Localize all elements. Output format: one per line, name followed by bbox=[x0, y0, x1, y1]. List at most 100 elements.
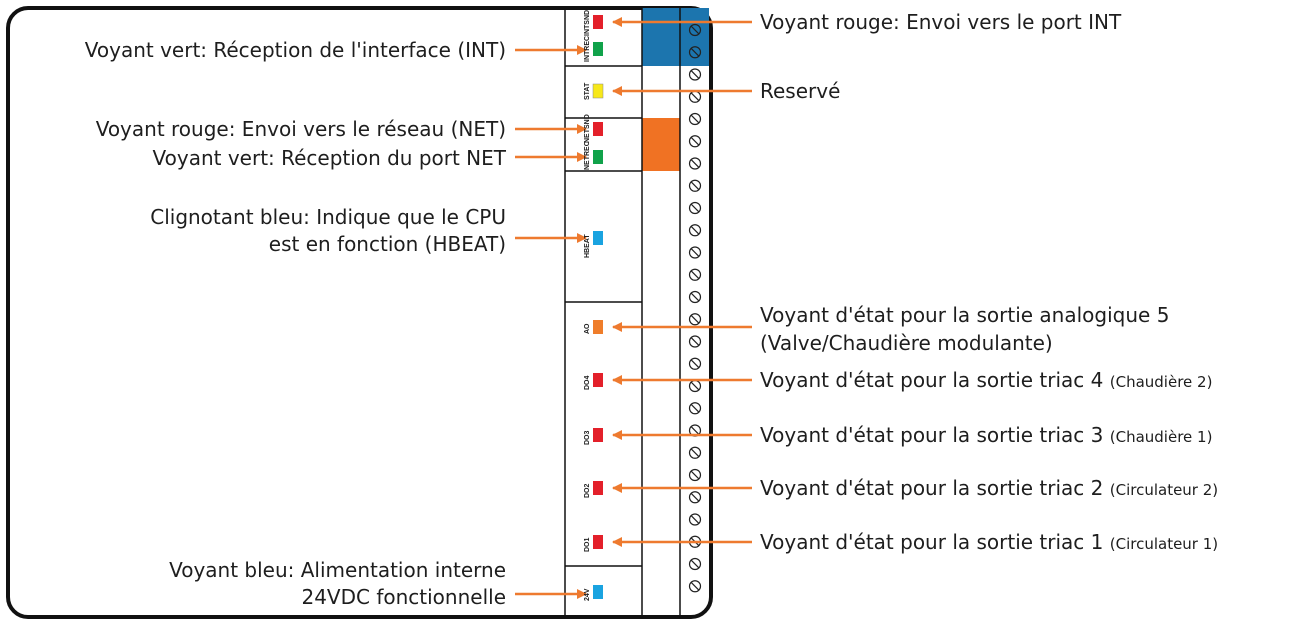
terminal-screw-slot bbox=[690, 270, 700, 279]
terminal-screw bbox=[688, 179, 702, 192]
terminal-screw bbox=[688, 313, 702, 326]
led-hbeat bbox=[593, 231, 603, 245]
led-do3 bbox=[593, 428, 603, 442]
terminal-screw-slot bbox=[690, 292, 700, 302]
terminal-screw-slot bbox=[690, 493, 700, 502]
label-ao-line2: (Valve/Chaudière modulante) bbox=[760, 331, 1053, 355]
label-do2-main: Voyant d'état pour la sortie triac 2 bbox=[760, 476, 1104, 500]
terminal-screw bbox=[688, 157, 702, 170]
led-ao bbox=[593, 320, 603, 334]
terminal-screw bbox=[688, 201, 702, 215]
led-do2 bbox=[593, 481, 603, 495]
terminal-screw bbox=[688, 357, 702, 370]
terminal-screw bbox=[688, 23, 702, 37]
leader-arrows bbox=[515, 17, 752, 599]
led-label-do3: DO3 bbox=[584, 430, 591, 445]
terminal-screw-slot bbox=[690, 315, 700, 324]
led-label-24v: 24V bbox=[584, 588, 591, 601]
led-label-do1: DO1 bbox=[584, 537, 591, 552]
label-do4-note: (Chaudière 2) bbox=[1109, 373, 1213, 391]
label-do2: Voyant d'état pour la sortie triac 2 (Ci… bbox=[760, 476, 1218, 502]
led-label-intrec: INTREC bbox=[584, 35, 591, 62]
terminal-screw-slot bbox=[690, 337, 700, 346]
led-netrec bbox=[593, 150, 603, 164]
led-label-netrec: NETREC bbox=[584, 141, 591, 170]
terminal-screw bbox=[688, 446, 702, 459]
led-label-do2: DO2 bbox=[584, 483, 591, 498]
label-do4: Voyant d'état pour la sortie triac 4 (Ch… bbox=[760, 368, 1212, 394]
label-do4-main: Voyant d'état pour la sortie triac 4 bbox=[760, 368, 1104, 392]
terminal-screw-slot bbox=[690, 159, 700, 168]
terminal-screw bbox=[688, 580, 702, 593]
terminal-screw bbox=[688, 224, 702, 237]
label-do3-main: Voyant d'état pour la sortie triac 3 bbox=[760, 423, 1104, 447]
label-int-rec: Voyant vert: Réception de l'interface (I… bbox=[84, 38, 506, 62]
led-label-ao: AO bbox=[584, 323, 591, 335]
label-hbeat-line1: Clignotant bleu: Indique que le CPU bbox=[150, 205, 506, 229]
led-netsnd bbox=[593, 122, 603, 136]
label-do1-main: Voyant d'état pour la sortie triac 1 bbox=[760, 530, 1104, 554]
led-label-netsnd: NETSND bbox=[584, 114, 591, 143]
label-stat: Reservé bbox=[760, 79, 841, 103]
label-net-rec: Voyant vert: Réception du port NET bbox=[152, 146, 507, 170]
terminal-screw bbox=[688, 268, 702, 281]
led-intrec bbox=[593, 42, 603, 56]
label-do3: Voyant d'état pour la sortie triac 3 (Ch… bbox=[760, 423, 1212, 449]
label-hbeat-line2: est en fonction (HBEAT) bbox=[268, 232, 506, 256]
label-power-line2: 24VDC fonctionnelle bbox=[301, 585, 506, 609]
terminal-screw-slot bbox=[690, 515, 700, 524]
terminal-screw-slot bbox=[690, 448, 700, 457]
terminal-screw bbox=[688, 468, 702, 482]
led-do4 bbox=[593, 373, 603, 387]
terminal-screw bbox=[688, 335, 702, 348]
label-ao-line1: Voyant d'état pour la sortie analogique … bbox=[760, 303, 1170, 327]
terminal-screw bbox=[688, 46, 702, 59]
net-port-block bbox=[642, 118, 680, 171]
led-label-intsnd: INTSND bbox=[584, 9, 591, 36]
terminal-screw bbox=[688, 290, 702, 304]
led-label-hbeat: HBEAT bbox=[584, 234, 591, 258]
terminal-screw bbox=[688, 557, 702, 571]
label-do1-note: (Circulateur 1) bbox=[1109, 535, 1219, 553]
terminal-screw bbox=[688, 491, 702, 504]
terminal-screw-slot bbox=[690, 381, 700, 391]
terminal-screw bbox=[688, 513, 702, 526]
terminal-screw-slot bbox=[690, 181, 700, 190]
terminal-screw-slot bbox=[690, 582, 700, 591]
panel-lines bbox=[564, 8, 681, 617]
terminal-screw-slot bbox=[690, 404, 700, 413]
terminal-screw-slot bbox=[690, 137, 700, 146]
terminal-screw-slot bbox=[690, 48, 700, 57]
led-stat bbox=[592, 83, 604, 99]
device-outline bbox=[6, 6, 713, 619]
led-intsnd bbox=[593, 15, 603, 29]
terminal-screw bbox=[688, 402, 702, 415]
terminal-screw-slot bbox=[690, 470, 700, 480]
terminal-screw bbox=[688, 246, 702, 259]
terminal-screw-slot bbox=[690, 226, 700, 235]
terminal-screw bbox=[688, 135, 702, 148]
led-label-do4: DO4 bbox=[584, 375, 591, 390]
led-24v bbox=[593, 585, 603, 599]
terminal-screw-slot bbox=[690, 203, 700, 213]
terminal-screw bbox=[688, 68, 702, 81]
terminal-screw-slot bbox=[690, 70, 700, 79]
label-power-line1: Voyant bleu: Alimentation interne bbox=[169, 558, 506, 582]
terminal-screws bbox=[688, 23, 702, 593]
terminal-screw bbox=[688, 112, 702, 126]
int-port-block bbox=[642, 8, 709, 66]
terminal-screw-slot bbox=[690, 359, 700, 368]
terminal-screw-slot bbox=[690, 25, 700, 35]
led-do1 bbox=[593, 535, 603, 549]
label-int-snd: Voyant rouge: Envoi vers le port INT bbox=[760, 10, 1122, 34]
label-net-snd: Voyant rouge: Envoi vers le réseau (NET) bbox=[95, 117, 506, 141]
terminal-screw-slot bbox=[690, 92, 700, 101]
label-do1: Voyant d'état pour la sortie triac 1 (Ci… bbox=[760, 530, 1218, 556]
terminal-screw-slot bbox=[690, 426, 700, 435]
terminal-screw-slot bbox=[690, 559, 700, 569]
terminal-screw-slot bbox=[690, 114, 700, 124]
label-do2-note: (Circulateur 2) bbox=[1109, 481, 1219, 499]
terminal-screw-slot bbox=[690, 248, 700, 257]
label-do3-note: (Chaudière 1) bbox=[1109, 428, 1213, 446]
